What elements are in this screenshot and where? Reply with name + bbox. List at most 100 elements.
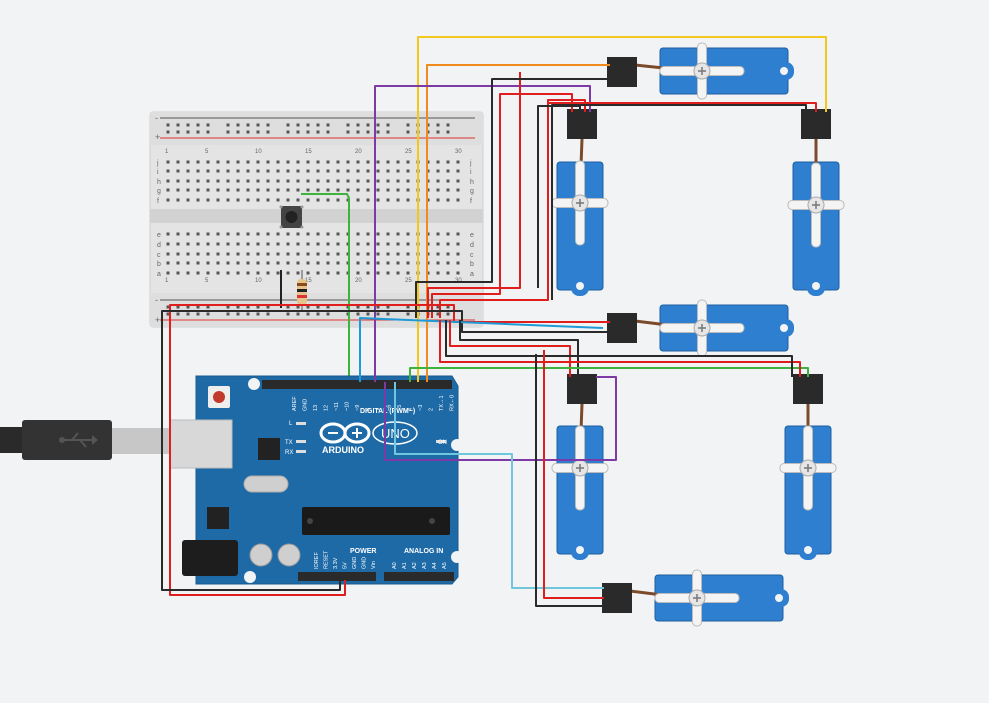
breadboard-hole[interactable] [376,179,380,183]
breadboard-hole[interactable] [186,188,190,192]
breadboard-hole[interactable] [366,271,370,275]
breadboard-hole[interactable] [236,271,240,275]
rail-hole[interactable] [226,305,230,309]
rail-hole[interactable] [436,130,440,134]
breadboard-hole[interactable] [296,188,300,192]
servo-connector[interactable] [607,57,637,87]
breadboard-hole[interactable] [396,179,400,183]
rail-hole[interactable] [296,305,300,309]
breadboard-hole[interactable] [166,160,170,164]
rail-hole[interactable] [286,305,290,309]
breadboard-hole[interactable] [286,271,290,275]
rail-hole[interactable] [356,123,360,127]
breadboard-hole[interactable] [446,169,450,173]
rail-hole[interactable] [266,312,270,316]
breadboard-hole[interactable] [246,169,250,173]
breadboard-hole[interactable] [366,179,370,183]
wire-blue-servo-mid[interactable] [359,317,604,382]
breadboard-hole[interactable] [456,188,460,192]
breadboard-hole[interactable] [456,179,460,183]
rail-hole[interactable] [326,305,330,309]
breadboard-hole[interactable] [236,160,240,164]
breadboard-hole[interactable] [296,242,300,246]
breadboard-hole[interactable] [326,160,330,164]
wire-black-servo-top[interactable] [415,78,610,318]
breadboard-hole[interactable] [236,198,240,202]
breadboard-hole[interactable] [226,179,230,183]
wire-purple-servo-left[interactable] [374,85,591,382]
breadboard-hole[interactable] [366,160,370,164]
rail-hole[interactable] [346,130,350,134]
breadboard-hole[interactable] [306,188,310,192]
breadboard-hole[interactable] [246,242,250,246]
rail-hole[interactable] [386,305,390,309]
wire-red-servo-left[interactable] [431,93,573,318]
breadboard-hole[interactable] [246,232,250,236]
breadboard-hole[interactable] [336,179,340,183]
rail-hole[interactable] [436,305,440,309]
rail-hole[interactable] [376,312,380,316]
wire-black-servo-lower-left[interactable] [459,320,579,377]
wire-black-servo-lower-right[interactable] [445,320,793,377]
breadboard-hole[interactable] [246,252,250,256]
breadboard-hole[interactable] [386,232,390,236]
breadboard-hole[interactable] [356,252,360,256]
breadboard-hole[interactable] [306,232,310,236]
wire-yellow-servo-right[interactable] [417,36,827,382]
rail-hole[interactable] [326,312,330,316]
breadboard-hole[interactable] [296,179,300,183]
breadboard-hole[interactable] [206,179,210,183]
breadboard-hole[interactable] [166,252,170,256]
breadboard-hole[interactable] [456,169,460,173]
breadboard-hole[interactable] [266,169,270,173]
breadboard-hole[interactable] [386,252,390,256]
rail-hole[interactable] [256,312,260,316]
breadboard-hole[interactable] [286,169,290,173]
rail-hole[interactable] [256,305,260,309]
breadboard-hole[interactable] [196,271,200,275]
wire-purple-lower-left[interactable] [384,376,617,461]
rail-hole[interactable] [376,123,380,127]
breadboard-hole[interactable] [356,169,360,173]
rail-hole[interactable] [266,305,270,309]
breadboard-hole[interactable] [316,261,320,265]
rail-hole[interactable] [356,130,360,134]
breadboard-hole[interactable] [326,169,330,173]
breadboard-hole[interactable] [346,188,350,192]
breadboard-hole[interactable] [166,242,170,246]
breadboard-hole[interactable] [226,242,230,246]
breadboard-hole[interactable] [196,169,200,173]
breadboard-hole[interactable] [286,242,290,246]
breadboard-hole[interactable] [216,271,220,275]
rail-hole[interactable] [166,123,170,127]
breadboard-hole[interactable] [306,198,310,202]
breadboard-hole[interactable] [326,179,330,183]
breadboard-hole[interactable] [356,179,360,183]
breadboard-hole[interactable] [436,252,440,256]
breadboard-hole[interactable] [456,242,460,246]
breadboard-hole[interactable] [376,252,380,256]
breadboard-hole[interactable] [286,198,290,202]
breadboard-hole[interactable] [216,169,220,173]
rail-hole[interactable] [306,312,310,316]
breadboard-hole[interactable] [336,198,340,202]
breadboard-hole[interactable] [376,169,380,173]
breadboard-hole[interactable] [456,198,460,202]
breadboard-hole[interactable] [376,160,380,164]
breadboard-hole[interactable] [186,242,190,246]
breadboard-hole[interactable] [316,160,320,164]
breadboard-hole[interactable] [336,169,340,173]
breadboard-hole[interactable] [336,252,340,256]
breadboard-hole[interactable] [296,252,300,256]
breadboard-hole[interactable] [256,271,260,275]
breadboard-hole[interactable] [446,232,450,236]
rail-hole[interactable] [166,130,170,134]
breadboard-hole[interactable] [176,160,180,164]
breadboard-hole[interactable] [216,198,220,202]
breadboard-hole[interactable] [176,271,180,275]
breadboard-hole[interactable] [316,232,320,236]
rail-hole[interactable] [226,312,230,316]
breadboard-hole[interactable] [396,169,400,173]
rail-hole[interactable] [316,312,320,316]
breadboard-hole[interactable] [226,198,230,202]
